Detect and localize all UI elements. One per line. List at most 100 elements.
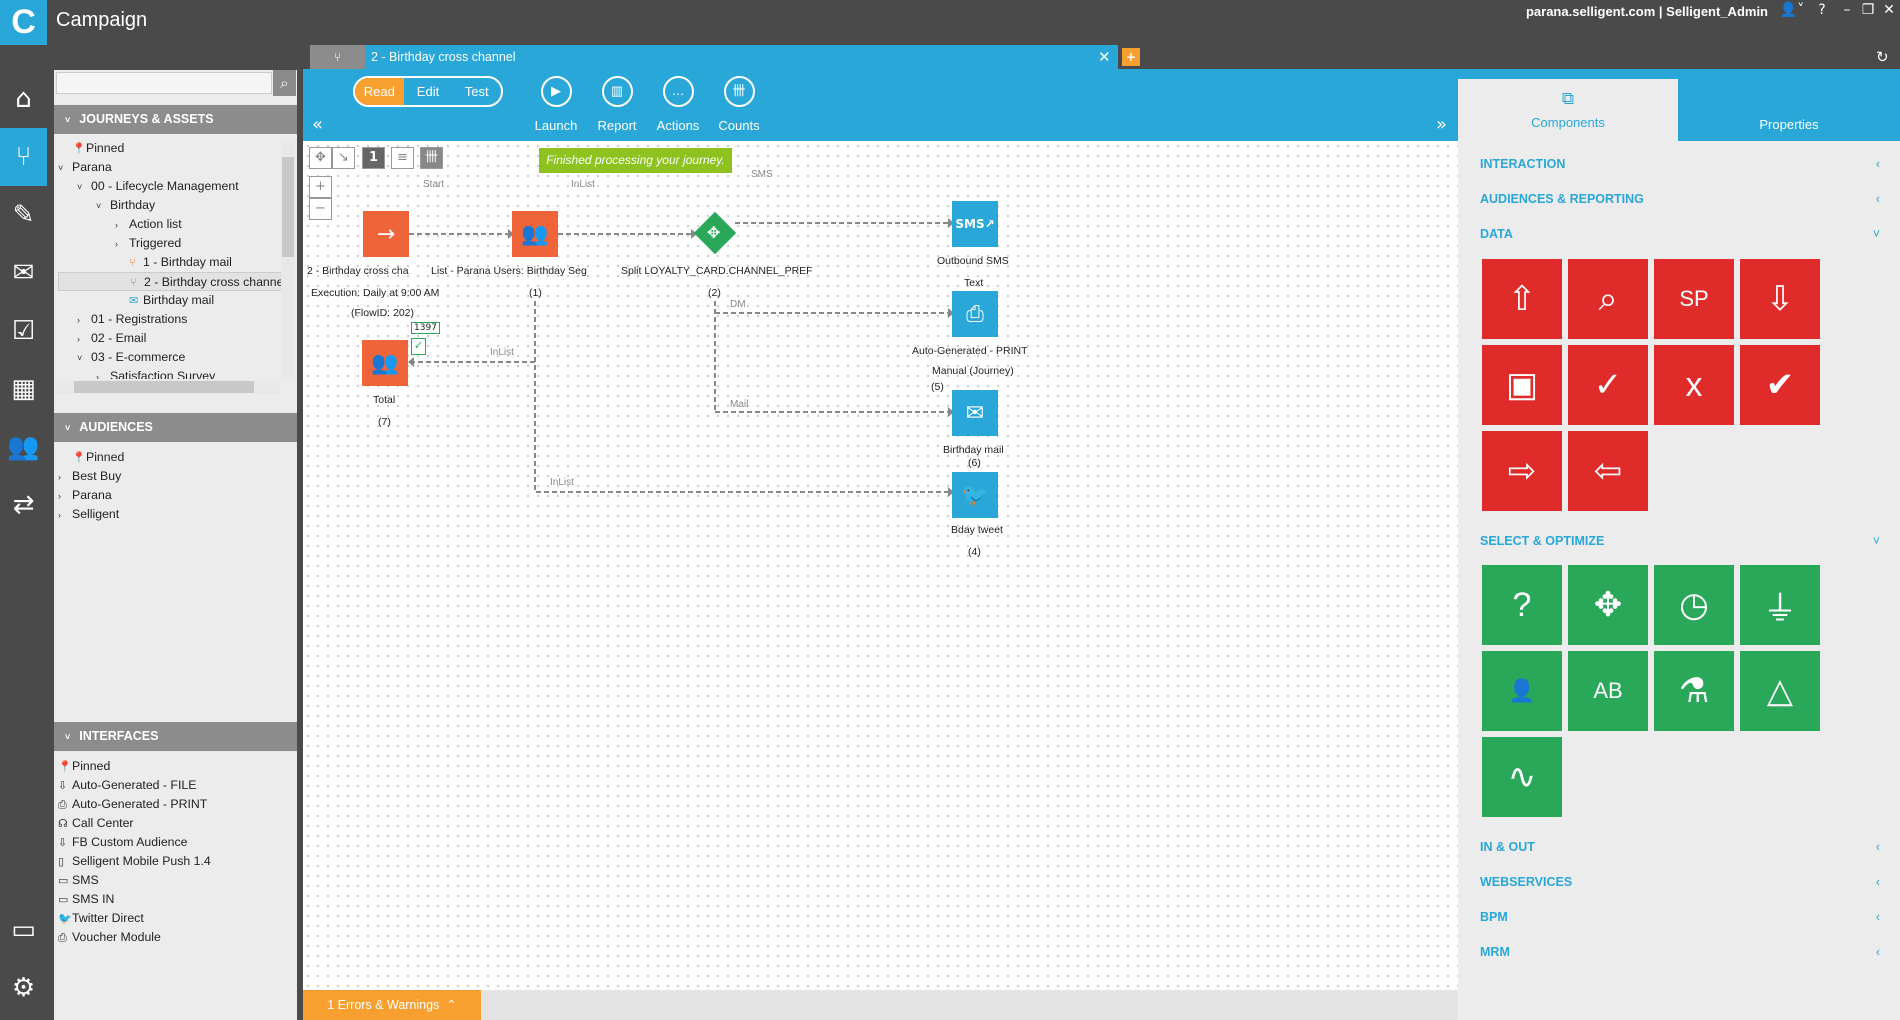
category-data[interactable]: DATA˅ xyxy=(1480,227,1880,241)
report-button[interactable]: ▥Report xyxy=(587,76,647,133)
tree-item[interactable]: 📍Pinned xyxy=(58,448,284,467)
counter-toggle[interactable]: 1 xyxy=(362,147,385,169)
sms-node[interactable]: SMS↗ xyxy=(952,201,998,247)
tree-item[interactable]: ☊Call Center xyxy=(58,814,284,833)
start-node[interactable]: → xyxy=(363,211,409,257)
chevron-down-icon[interactable]: ˅ xyxy=(77,182,83,192)
search-input[interactable] xyxy=(56,72,272,94)
category-webservices[interactable]: WEBSERVICES‹ xyxy=(1480,875,1880,889)
tree-item[interactable]: ˅Parana xyxy=(58,158,284,177)
mode-edit[interactable]: Edit xyxy=(416,84,440,99)
mode-test[interactable]: Test xyxy=(464,84,489,99)
counts-icon[interactable]: 卌 xyxy=(420,147,443,169)
chevron-right-icon[interactable]: › xyxy=(77,315,80,325)
tweet-node[interactable]: 🐦 xyxy=(952,472,998,518)
zoom-in-button[interactable]: + xyxy=(309,176,332,198)
category-bpm[interactable]: BPM‹ xyxy=(1480,910,1880,924)
journeys-header[interactable]: ˅JOURNEYS & ASSETS xyxy=(54,105,297,134)
list-view-icon[interactable]: ≡ xyxy=(391,147,414,169)
tree-item[interactable]: ˅Birthday xyxy=(58,196,284,215)
audiences-header[interactable]: ˅AUDIENCES xyxy=(54,413,297,442)
select-tile-component[interactable]: AB xyxy=(1568,651,1648,731)
tree-item[interactable]: ›Satisfaction Survey xyxy=(58,367,284,379)
mail-icon[interactable]: ✉ xyxy=(12,258,35,288)
total-node[interactable]: 👥 xyxy=(362,340,408,386)
category-audiences-reporting[interactable]: AUDIENCES & REPORTING‹ xyxy=(1480,192,1880,206)
interfaces-header[interactable]: ˅INTERFACES xyxy=(54,722,297,751)
journeys-icon[interactable]: ⑂ xyxy=(0,128,47,186)
tree-item[interactable]: ⑂1 - Birthday mail xyxy=(58,253,284,272)
chevron-right-icon[interactable]: › xyxy=(77,334,80,344)
select-tile-component[interactable]: ✥ xyxy=(1568,565,1648,645)
tree-item[interactable]: 📍Pinned xyxy=(58,757,284,776)
journey-tab-icon[interactable]: ⑂ xyxy=(310,45,365,70)
list-node[interactable]: 👥 xyxy=(512,211,558,257)
tree-item[interactable]: ›02 - Email xyxy=(58,329,284,348)
restore-icon[interactable]: ❐ xyxy=(1861,2,1875,18)
chevron-down-icon[interactable]: ˅ xyxy=(77,353,83,363)
tree-item[interactable]: ˅03 - E-commerce xyxy=(58,348,284,367)
data-tile-component[interactable]: ⇩ xyxy=(1740,259,1820,339)
minimize-icon[interactable]: – xyxy=(1843,2,1851,18)
data-tile-component[interactable]: SP xyxy=(1654,259,1734,339)
close-window-icon[interactable]: ✕ xyxy=(1883,2,1895,18)
tree-item[interactable]: ›01 - Registrations xyxy=(58,310,284,329)
pan-icon[interactable]: ✥ xyxy=(309,147,332,169)
tree-scroll-thumb[interactable] xyxy=(282,157,294,257)
tree-item[interactable]: ›Action list xyxy=(58,215,284,234)
chevron-right-icon[interactable]: › xyxy=(115,220,118,230)
collapse-right-icon[interactable]: » xyxy=(1436,114,1448,135)
tasks-icon[interactable]: ☑ xyxy=(11,316,36,346)
data-tile-component[interactable]: ⌕ xyxy=(1568,259,1648,339)
chevron-right-icon[interactable]: › xyxy=(115,239,118,249)
print-node[interactable]: ⎙ xyxy=(952,291,998,337)
category-select-optimize[interactable]: SELECT & OPTIMIZE˅ xyxy=(1480,534,1880,548)
launch-button[interactable]: ▶Launch xyxy=(526,76,586,133)
tree-item[interactable]: ⑂2 - Birthday cross channel xyxy=(58,272,284,291)
tab-properties[interactable]: Properties xyxy=(1678,79,1900,141)
category-in-out[interactable]: IN & OUT‹ xyxy=(1480,840,1880,854)
tree-item[interactable]: ✉Birthday mail xyxy=(58,291,284,310)
tree-item[interactable]: ›Selligent xyxy=(58,505,284,524)
data-tile-component[interactable]: ⇧ xyxy=(1482,259,1562,339)
calendar-icon[interactable]: ▦ xyxy=(11,374,36,404)
actions-button[interactable]: …Actions xyxy=(648,76,708,133)
zoom-out-button[interactable]: − xyxy=(309,198,332,220)
chevron-right-icon[interactable]: › xyxy=(58,510,61,520)
tree-item[interactable]: 📍Pinned xyxy=(58,139,284,158)
home-icon[interactable]: ⌂ xyxy=(15,84,32,114)
data-tile-component[interactable]: ✔ xyxy=(1740,345,1820,425)
data-tile-component[interactable]: ▣ xyxy=(1482,345,1562,425)
tab-components[interactable]: ⧉ Components xyxy=(1458,79,1678,141)
errors-warnings-button[interactable]: 1 Errors & Warnings ⌃ xyxy=(303,990,481,1020)
tree-item[interactable]: 🐦Twitter Direct xyxy=(58,909,284,928)
chevron-right-icon[interactable]: › xyxy=(96,372,99,379)
mail-node[interactable]: ✉ xyxy=(952,390,998,436)
edit-icon[interactable]: ✎ xyxy=(12,200,35,230)
search-icon[interactable]: ⌕ xyxy=(273,70,296,96)
select-tile-component[interactable]: ◷ xyxy=(1654,565,1734,645)
tree-item[interactable]: ˅00 - Lifecycle Management xyxy=(58,177,284,196)
data-tile-component[interactable]: x xyxy=(1654,345,1734,425)
audiences-icon[interactable]: 👥 xyxy=(7,432,40,462)
mode-read[interactable]: Read xyxy=(355,78,404,105)
monitor-icon[interactable]: ▭ xyxy=(11,915,36,945)
tree-item[interactable]: ▭SMS IN xyxy=(58,890,284,909)
tree-item[interactable]: ⎙Auto-Generated - PRINT xyxy=(58,795,284,814)
select-tile-component[interactable]: ? xyxy=(1482,565,1562,645)
close-tab-icon[interactable]: ✕ xyxy=(1098,48,1111,66)
transfer-icon[interactable]: ⇄ xyxy=(12,490,35,520)
select-tile-component[interactable]: ⏚ xyxy=(1740,565,1820,645)
tree-item[interactable]: ▯Selligent Mobile Push 1.4 xyxy=(58,852,284,871)
select-tile-component[interactable]: △ xyxy=(1740,651,1820,731)
settings-icon[interactable]: ⚙ xyxy=(11,973,36,1003)
tree-item[interactable]: ⇩FB Custom Audience xyxy=(58,833,284,852)
chevron-right-icon[interactable]: › xyxy=(58,491,61,501)
help-icon[interactable]: ? xyxy=(1818,2,1826,18)
data-tile-component[interactable]: ⇦ xyxy=(1568,431,1648,511)
tree-item[interactable]: ⎙Voucher Module xyxy=(58,928,284,947)
journey-tab[interactable]: 2 - Birthday cross channel xyxy=(365,45,1095,70)
tree-item[interactable]: ›Triggered xyxy=(58,234,284,253)
data-tile-component[interactable]: ✓ xyxy=(1568,345,1648,425)
